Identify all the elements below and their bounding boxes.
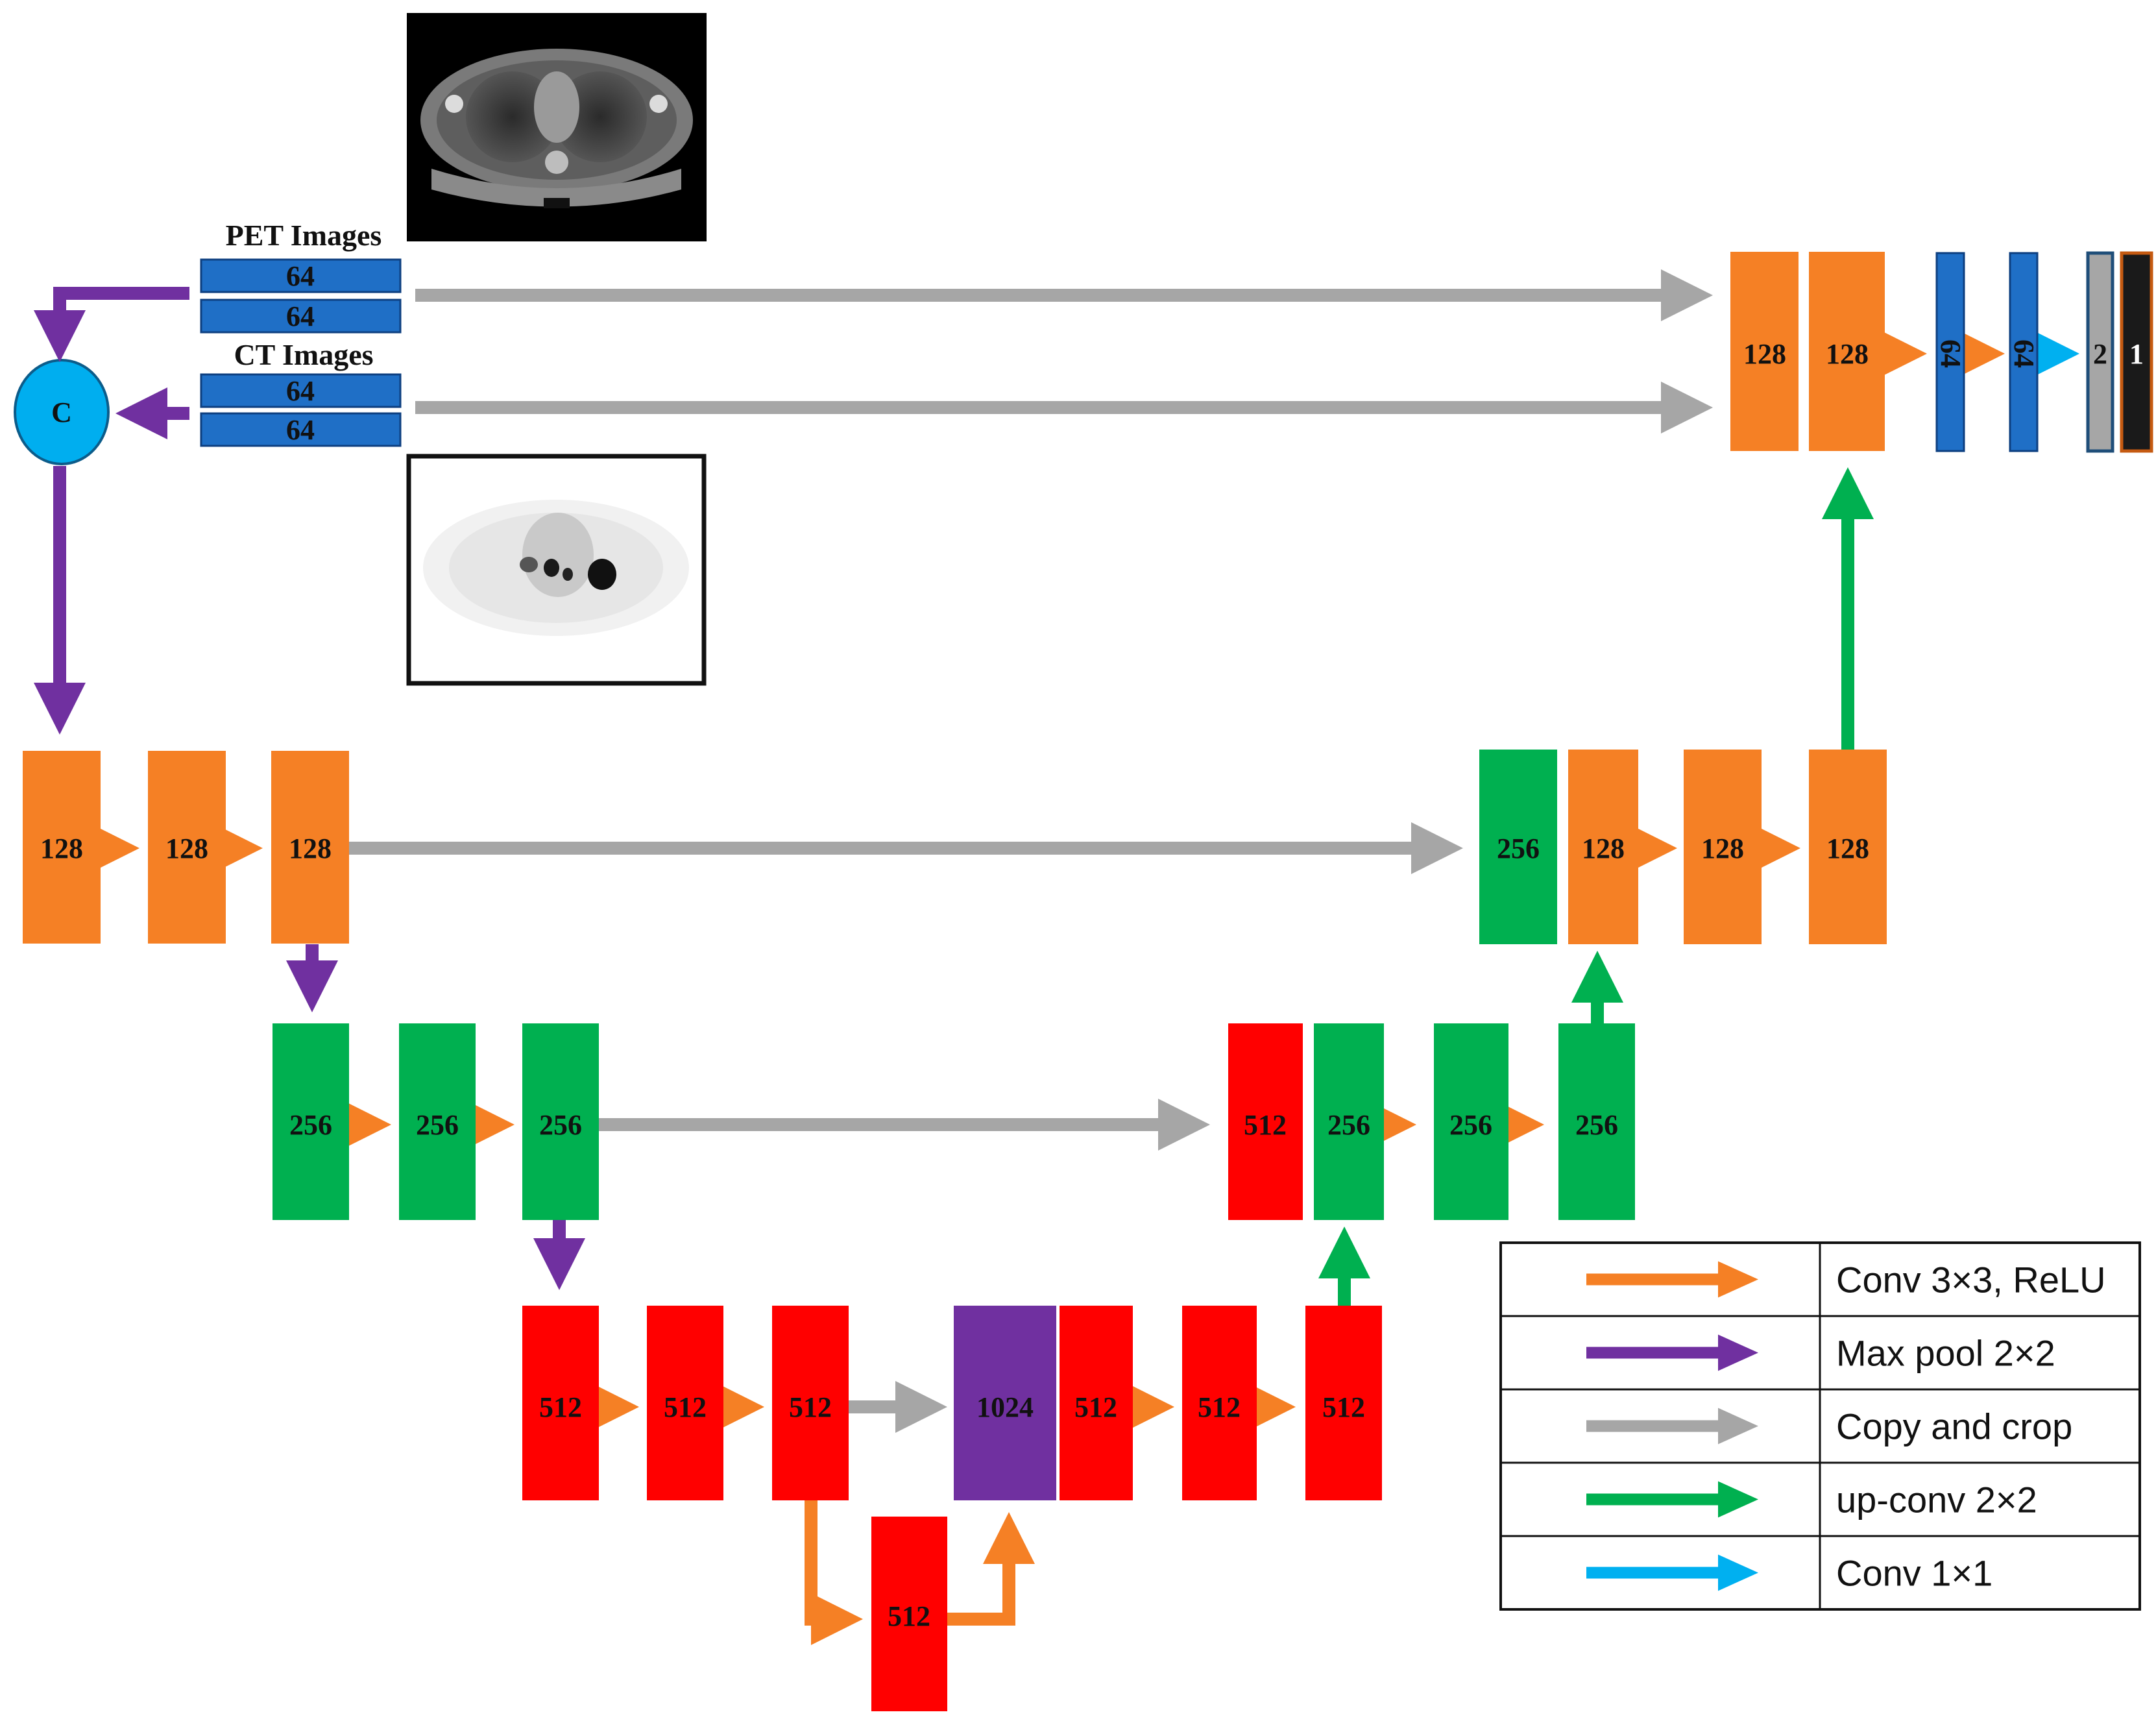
enc3-block-3: 512 <box>772 1306 849 1500</box>
dec1-block-4: 128 <box>1809 750 1887 944</box>
svg-text:128: 128 <box>1826 833 1869 864</box>
svg-text:64: 64 <box>286 414 315 446</box>
dec1-block-3: 128 <box>1684 750 1762 944</box>
legend-arrow-shaft <box>1586 1420 1723 1432</box>
svg-text:512: 512 <box>1244 1109 1287 1141</box>
pet-input-bar-1: 64 <box>200 258 402 293</box>
legend-arrow-shaft <box>1586 1493 1723 1506</box>
svg-text:512: 512 <box>539 1391 582 1423</box>
dec3-block-3: 512 <box>1305 1306 1382 1500</box>
svg-text:128: 128 <box>289 833 332 864</box>
dec2-block-2: 256 <box>1314 1023 1384 1220</box>
svg-text:512: 512 <box>1074 1391 1117 1423</box>
ct-scan-image <box>407 13 707 241</box>
svg-text:256: 256 <box>1449 1109 1492 1141</box>
svg-text:256: 256 <box>539 1109 582 1141</box>
svg-text:64: 64 <box>286 260 315 292</box>
svg-text:512: 512 <box>1322 1391 1365 1423</box>
legend-arrow-head-icon <box>1718 1261 1758 1298</box>
legend-item-4: up-conv 2×2 <box>1586 1480 2037 1520</box>
out-block-64-a: 64 <box>1935 252 1967 452</box>
concat-circle: C <box>14 359 110 465</box>
dec3-block-2: 512 <box>1182 1306 1257 1500</box>
svg-text:64: 64 <box>286 300 315 332</box>
pet-scan-image <box>406 454 707 686</box>
svg-text:64: 64 <box>1935 339 1967 368</box>
svg-text:128: 128 <box>1743 338 1786 370</box>
enc1-block-3: 128 <box>271 751 349 944</box>
bottleneck-block: 1024 <box>954 1306 1056 1500</box>
enc2-block-2: 256 <box>399 1023 476 1220</box>
legend-arrow-head-icon <box>1718 1554 1758 1591</box>
dec1-block-1: 256 <box>1479 750 1557 944</box>
legend-arrow-shaft <box>1586 1273 1723 1286</box>
ct-input-bar-1: 64 <box>200 373 402 408</box>
svg-text:256: 256 <box>1575 1109 1618 1141</box>
legend-label: Copy and crop <box>1836 1406 2072 1447</box>
svg-text:128: 128 <box>1582 833 1625 864</box>
out-block-1: 1 <box>2120 251 2153 453</box>
enc2-block-3: 256 <box>522 1023 599 1220</box>
legend-arrow-shaft <box>1586 1347 1723 1359</box>
out-block-2: 2 <box>2086 251 2114 453</box>
pet-images-label: PET Images <box>226 219 382 252</box>
enc3-block-2: 512 <box>647 1306 723 1500</box>
legend-label: Conv 1×1 <box>1836 1553 1992 1594</box>
svg-text:256: 256 <box>1327 1109 1370 1141</box>
svg-text:128: 128 <box>165 833 208 864</box>
enc3-block-1: 512 <box>522 1306 599 1500</box>
dec1-block-2: 128 <box>1568 750 1638 944</box>
svg-text:256: 256 <box>416 1109 459 1141</box>
legend-label: Max pool 2×2 <box>1836 1333 2055 1374</box>
dec2-block-1: 512 <box>1228 1023 1303 1220</box>
top-block-1: 128 <box>1730 252 1799 451</box>
ct-input-bar-2: 64 <box>200 412 402 447</box>
enc2-block-1: 256 <box>273 1023 349 1220</box>
svg-text:256: 256 <box>1497 833 1540 864</box>
legend-item-3: Copy and crop <box>1586 1406 2072 1447</box>
svg-text:64: 64 <box>2008 339 2040 368</box>
svg-text:512: 512 <box>789 1391 832 1423</box>
legend-arrow-head-icon <box>1718 1408 1758 1445</box>
enc1-block-1: 128 <box>23 751 101 944</box>
svg-text:128: 128 <box>1701 833 1744 864</box>
legend-arrow-shaft <box>1586 1567 1723 1579</box>
pool-arrow-pet-to-concat <box>34 287 189 362</box>
svg-text:C: C <box>51 397 72 428</box>
legend-label: up-conv 2×2 <box>1836 1480 2037 1520</box>
svg-text:1024: 1024 <box>976 1391 1034 1423</box>
dec2-block-4: 256 <box>1558 1023 1635 1220</box>
svg-text:512: 512 <box>888 1600 930 1632</box>
top-block-2: 128 <box>1809 252 1885 451</box>
legend-arrow-head-icon <box>1718 1334 1758 1371</box>
svg-text:512: 512 <box>1198 1391 1241 1423</box>
ct-images-label: CT Images <box>234 338 373 371</box>
svg-text:64: 64 <box>286 375 315 407</box>
conv-arrow-bottom-to-bottleneck <box>947 1512 1035 1626</box>
conv-arrow-enc3-to-bottom <box>805 1500 863 1645</box>
legend-item-1: Conv 3×3, ReLU <box>1586 1260 2106 1300</box>
legend-item-2: Max pool 2×2 <box>1586 1333 2055 1374</box>
svg-text:512: 512 <box>664 1391 707 1423</box>
arrows-layer <box>34 269 2079 1645</box>
bottom-block: 512 <box>871 1517 947 1711</box>
svg-text:256: 256 <box>289 1109 332 1141</box>
dec3-block-1: 512 <box>1060 1306 1133 1500</box>
enc1-block-2: 128 <box>148 751 226 944</box>
svg-text:128: 128 <box>40 833 83 864</box>
pet-input-bar-2: 64 <box>200 299 402 334</box>
legend-label: Conv 3×3, ReLU <box>1836 1260 2106 1300</box>
legend-arrow-head-icon <box>1718 1481 1758 1518</box>
svg-text:1: 1 <box>2129 338 2144 370</box>
legend-item-5: Conv 1×1 <box>1586 1553 1992 1594</box>
blocks-layer: 128 128 128 256 256 256 512 512 512 512 … <box>23 251 2153 1711</box>
dec2-block-3: 256 <box>1434 1023 1508 1220</box>
svg-text:128: 128 <box>1826 338 1869 370</box>
svg-text:2: 2 <box>2093 338 2107 370</box>
out-block-64-b: 64 <box>2008 252 2040 452</box>
